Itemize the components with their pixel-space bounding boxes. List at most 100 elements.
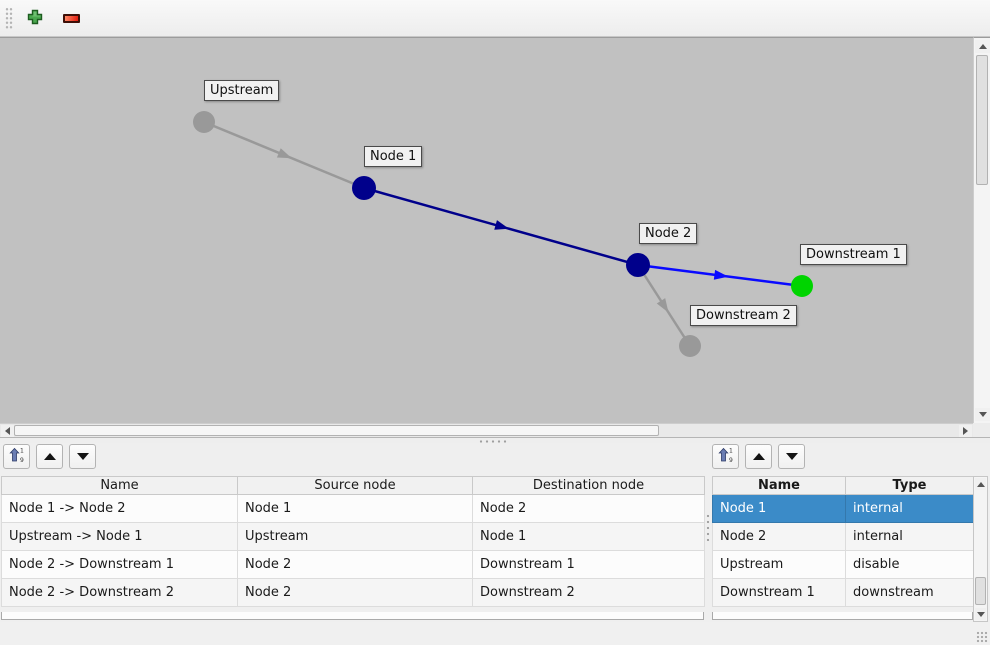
graph-node[interactable] <box>626 253 650 277</box>
triangle-down-icon <box>976 611 985 617</box>
column-header[interactable]: Name <box>712 476 846 495</box>
table-cell: disable <box>845 550 974 579</box>
column-header[interactable]: Name <box>1 476 238 495</box>
table-cell: Node 1 -> Node 2 <box>1 494 238 523</box>
scroll-down-button[interactable] <box>975 608 986 620</box>
arrow-down-icon <box>785 453 798 460</box>
svg-text:9: 9 <box>729 457 733 463</box>
column-header[interactable]: Source node <box>237 476 473 495</box>
nodes-table-empty-area <box>712 612 973 620</box>
graph-node[interactable] <box>791 275 813 297</box>
node-label[interactable]: Node 1 <box>364 146 423 167</box>
vertical-splitter-handle[interactable] <box>706 513 710 541</box>
table-cell: Node 1 <box>472 522 705 551</box>
table-cell: Upstream <box>237 522 473 551</box>
table-cell: Downstream 2 <box>472 578 705 607</box>
scroll-up-button[interactable] <box>975 40 990 53</box>
svg-text:1: 1 <box>729 448 733 455</box>
table-cell: Node 2 -> Downstream 1 <box>1 550 238 579</box>
triangle-right-icon <box>963 427 968 435</box>
arrow-up-icon <box>752 453 765 460</box>
table-cell: Upstream <box>712 550 846 579</box>
main-toolbar <box>0 0 990 37</box>
nodes-sort-button[interactable]: 1 9 <box>712 444 739 469</box>
edge-arrow-icon <box>656 298 669 313</box>
node-label[interactable]: Upstream <box>204 80 280 101</box>
edges-sort-button[interactable]: 1 9 <box>3 444 30 469</box>
edge-arrow-icon <box>494 220 510 230</box>
edges-move-up-button[interactable] <box>36 444 63 469</box>
table-cell: Node 2 -> Downstream 2 <box>1 578 238 607</box>
scroll-down-button[interactable] <box>975 408 990 421</box>
triangle-up-icon <box>976 481 985 487</box>
table-cell: internal <box>845 494 974 523</box>
scroll-up-button[interactable] <box>975 478 986 490</box>
nodes-table-scrollbar[interactable] <box>973 476 988 622</box>
table-cell: downstream <box>845 578 974 607</box>
plus-icon <box>27 9 43 28</box>
horizontal-splitter[interactable] <box>0 437 990 443</box>
edges-move-down-button[interactable] <box>69 444 96 469</box>
sort-ascending-icon: 1 9 <box>8 447 25 466</box>
sort-ascending-icon: 1 9 <box>717 447 734 466</box>
status-strip <box>0 622 990 645</box>
edges-table-empty-area <box>1 612 704 620</box>
scroll-right-button[interactable] <box>959 425 972 437</box>
toolbar-grip[interactable] <box>5 7 13 29</box>
graph-node[interactable] <box>679 335 701 357</box>
add-node-button[interactable] <box>20 4 50 32</box>
column-header[interactable]: Destination node <box>472 476 705 495</box>
table-cell: internal <box>845 522 974 551</box>
minus-icon <box>62 13 80 23</box>
edge-arrow-icon <box>713 269 729 280</box>
nodes-move-up-button[interactable] <box>745 444 772 469</box>
scroll-left-button[interactable] <box>1 425 14 437</box>
graph-node[interactable] <box>352 176 376 200</box>
arrow-down-icon <box>76 453 89 460</box>
arrow-up-icon <box>43 453 56 460</box>
table-cell: Node 2 <box>472 494 705 523</box>
table-cell: Node 2 <box>712 522 846 551</box>
triangle-up-icon <box>978 44 987 49</box>
table-cell: Upstream -> Node 1 <box>1 522 238 551</box>
splitter-handle-icon <box>478 440 508 443</box>
table-cell: Node 1 <box>712 494 846 523</box>
table-cell: Downstream 1 <box>712 578 846 607</box>
nodes-move-down-button[interactable] <box>778 444 805 469</box>
table-cell: Downstream 1 <box>472 550 705 579</box>
resize-grip-icon[interactable] <box>976 631 988 643</box>
node-label[interactable]: Downstream 1 <box>800 244 907 265</box>
table-cell: Node 1 <box>237 494 473 523</box>
table-cell: Node 2 <box>237 578 473 607</box>
vertical-scroll-thumb[interactable] <box>975 577 986 605</box>
scrollbar-corner <box>973 423 990 437</box>
column-header[interactable]: Type <box>845 476 974 495</box>
canvas-vertical-scrollbar[interactable] <box>973 37 990 423</box>
vertical-scroll-thumb[interactable] <box>976 55 988 185</box>
triangle-down-icon <box>978 412 987 417</box>
horizontal-scroll-thumb[interactable] <box>14 425 659 436</box>
svg-text:1: 1 <box>20 448 24 455</box>
graph-svg[interactable] <box>0 38 973 423</box>
table-cell: Node 2 <box>237 550 473 579</box>
node-label[interactable]: Downstream 2 <box>690 305 797 326</box>
remove-node-button[interactable] <box>56 4 86 32</box>
canvas-horizontal-scrollbar[interactable] <box>0 423 973 437</box>
node-label[interactable]: Node 2 <box>639 223 698 244</box>
triangle-left-icon <box>5 427 10 435</box>
graph-node[interactable] <box>193 111 215 133</box>
